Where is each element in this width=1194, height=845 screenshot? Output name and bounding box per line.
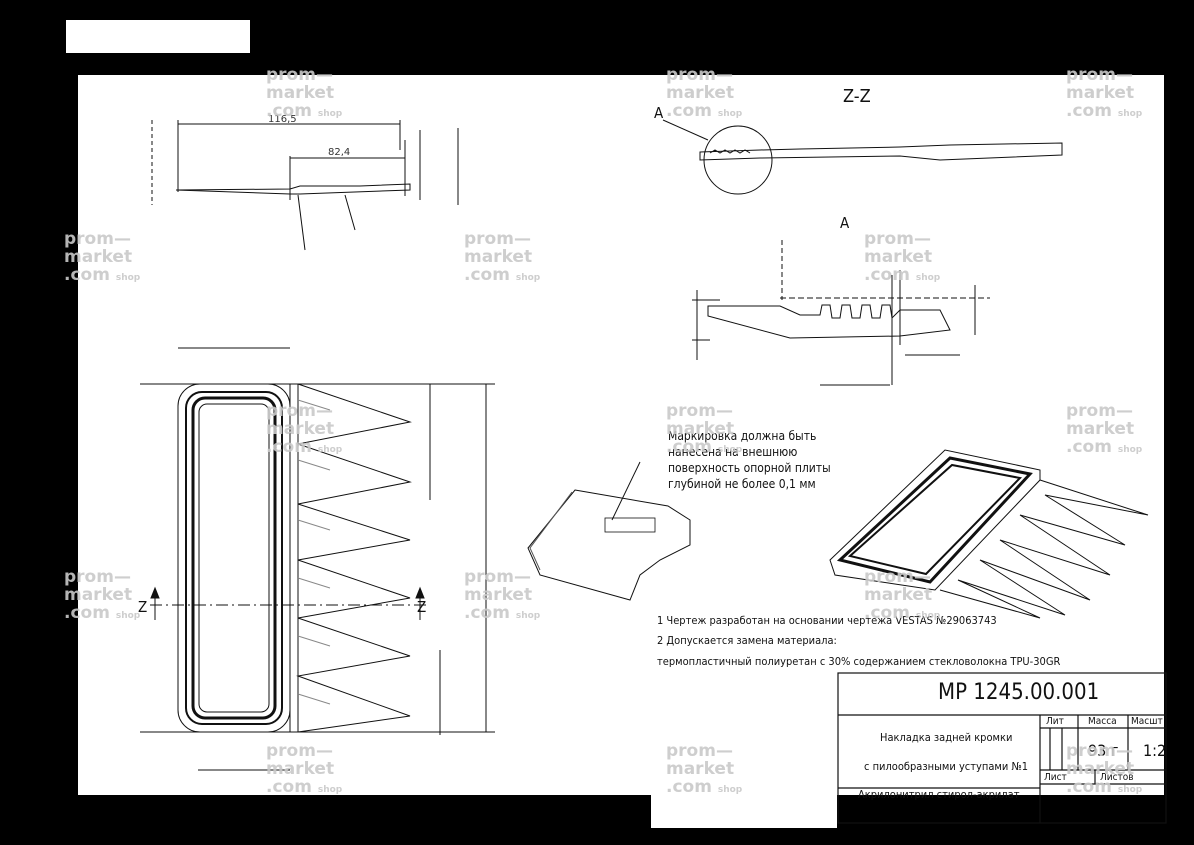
header-scale: Масшт [1131,716,1163,727]
watermark-logo: prom—market.com shop [266,741,343,797]
section-mark-left: Z [138,598,148,616]
mass-value: 93 г [1088,741,1119,760]
watermark-logo: prom—market.com shop [64,567,141,623]
section-label: Z-Z [843,86,871,107]
watermark-logo: prom—market.com shop [864,567,941,623]
detail-a-view [692,240,990,386]
sheets-label: Листов [1100,772,1134,783]
marking-detail-view [527,461,691,601]
title-block-lower-strip [651,790,837,828]
watermark-logo: prom—market.com shop [666,401,743,457]
watermark-logo: prom—market.com shop [64,229,141,285]
header-blank-box [66,20,250,53]
detail-a-callout: A [654,104,664,122]
general-note-2: 2 Допускается замена материала: [657,634,837,647]
front-view [140,347,495,771]
general-note-3: термопластичный полиуретан с 30% содержа… [657,655,1061,668]
watermark-logo: prom—market.com shop [666,741,743,797]
sheet-label: Лист [1044,772,1067,783]
watermark-logo: prom—market.com shop [864,229,941,285]
header-mass: Масса [1088,716,1117,727]
title-block-lines [837,672,1167,824]
general-note-1: 1 Чертеж разработан на основании чертежа… [657,614,997,627]
header-lit: Лит [1046,716,1064,727]
watermark-logo: prom—market.com shop [1066,65,1143,121]
watermark-logo: prom—market.com shop [1066,741,1143,797]
watermark-logo: prom—market.com shop [464,567,541,623]
svg-text:82,4: 82,4 [328,147,350,158]
isometric-view [829,449,1149,619]
watermark-logo: prom—market.com shop [1066,401,1143,457]
watermark-logo: prom—market.com shop [266,401,343,457]
section-view [662,119,1063,195]
part-name-line-1: Накладка задней кромки [880,731,1013,744]
watermark-logo: prom—market.com shop [464,229,541,285]
scale-value: 1:2 [1143,741,1167,760]
detail-a-title: A [840,214,850,232]
marking-note: Маркировка должна быть нанесена на внешн… [668,429,831,491]
material-text: Акрилонитрил стирол-акрилат [858,788,1020,801]
section-mark-right: Z [417,598,427,616]
drawing-area [78,75,1164,795]
side-profile-view: 116,5 82,4 [151,114,459,251]
drawing-number: МР 1245.00.001 [938,680,1100,705]
watermark-logo: prom—market.com shop [266,65,343,121]
part-name-line-2: с пилообразными уступами №1 [864,760,1029,773]
svg-text:116,5: 116,5 [268,114,297,125]
watermark-logo: prom—market.com shop [666,65,743,121]
